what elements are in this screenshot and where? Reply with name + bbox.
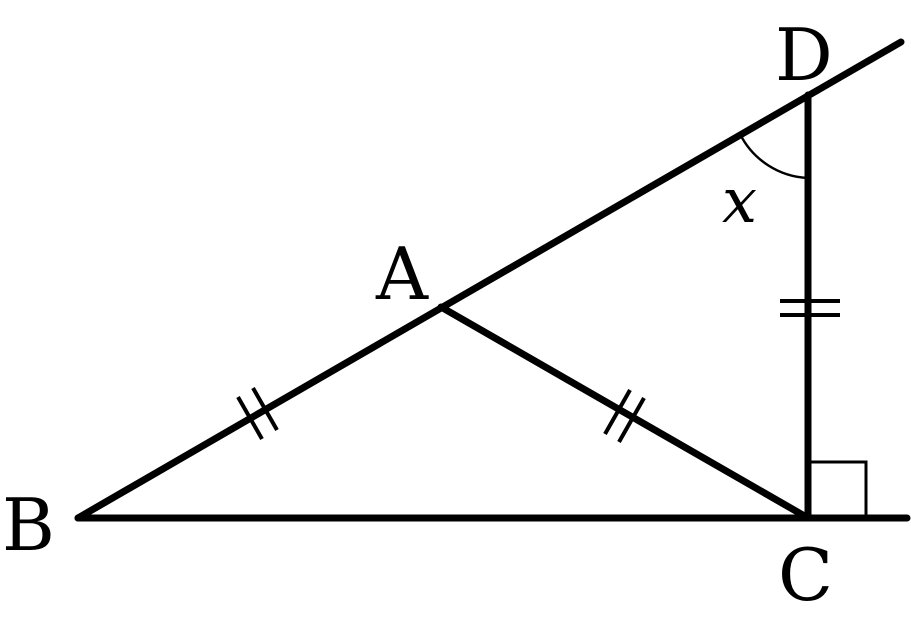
angle-label-x: x [722, 164, 757, 237]
point-label-A: A [375, 232, 429, 316]
point-label-B: B [2, 483, 55, 567]
tick-marks-BA [236, 387, 279, 440]
line-BD-extended [74, 38, 905, 522]
tick-marks-AC [603, 389, 646, 443]
tick-marks-CD [780, 299, 840, 317]
right-angle-marker [808, 460, 868, 518]
angle-arc-x [738, 133, 809, 180]
point-label-D: D [775, 13, 833, 97]
segment-AC [437, 303, 812, 522]
point-label-C: C [778, 533, 833, 617]
